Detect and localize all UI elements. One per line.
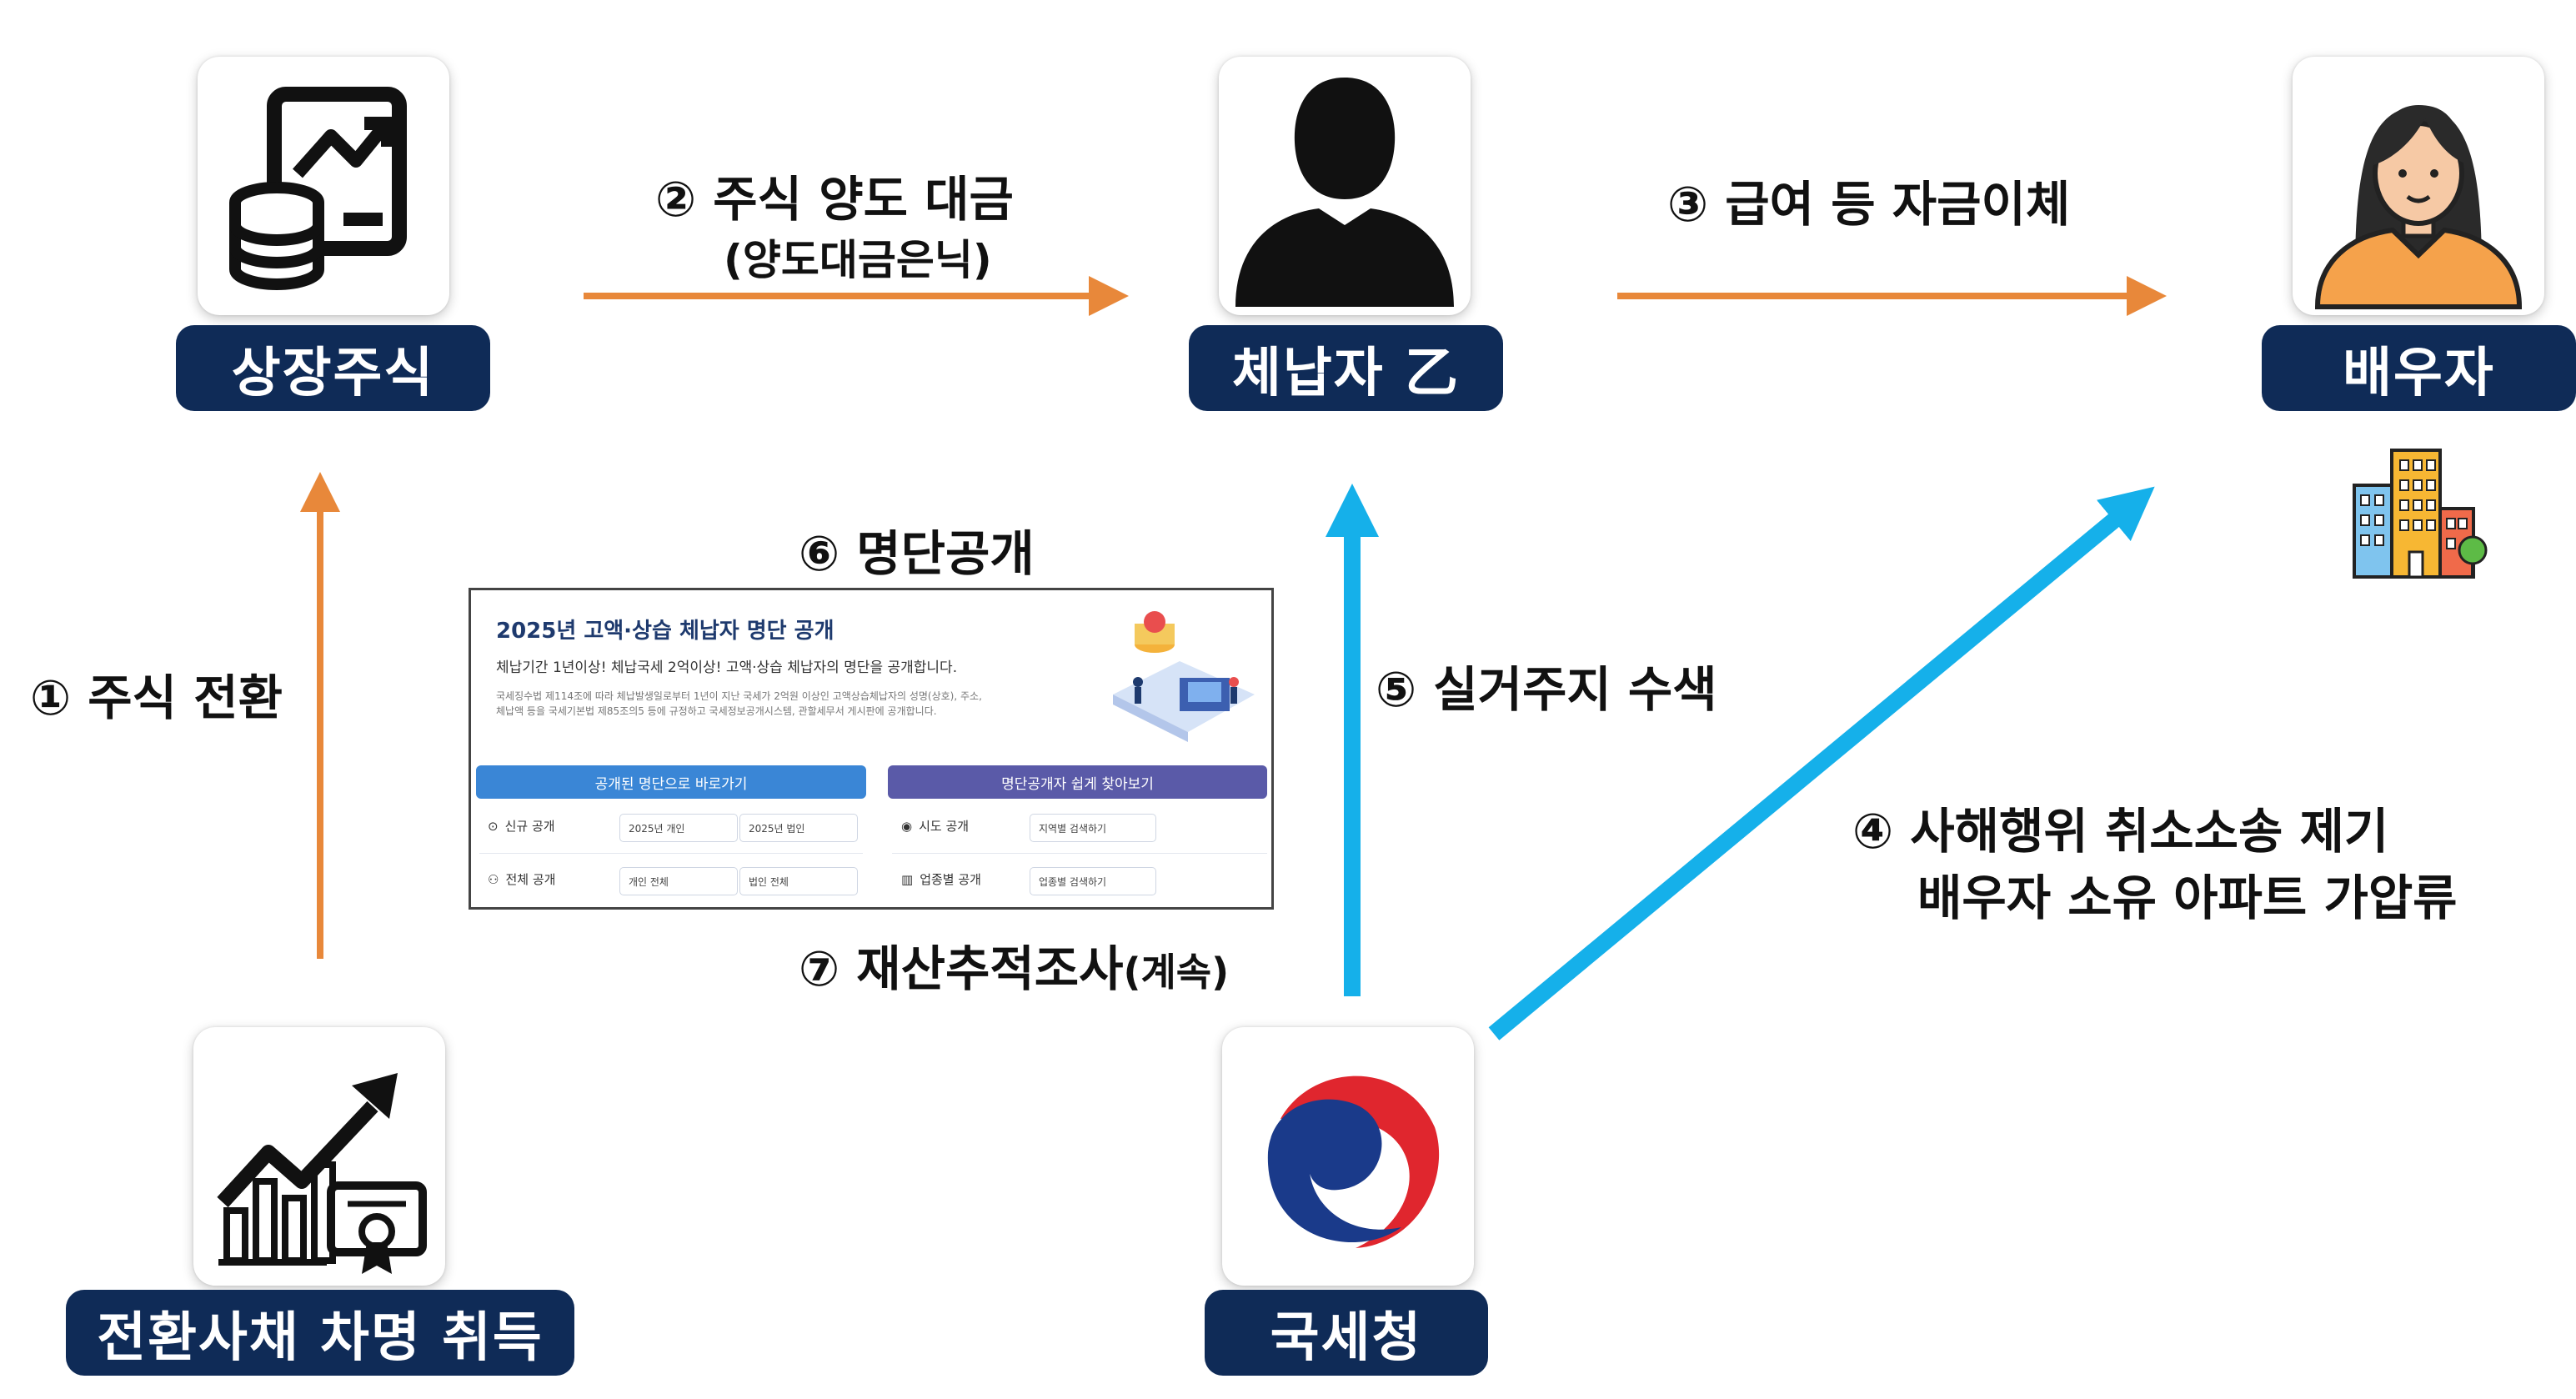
spouse-label: 배우자 — [2262, 325, 2576, 411]
step-4-label-line1: ④ 사해행위 취소소송 제기 — [1852, 803, 2389, 860]
chip-2025-individual[interactable]: 2025년 개인 — [619, 814, 738, 842]
screenshot-description: 체납기간 1년이상! 체납국세 2억이상! 고액·상습 체납자의 명단을 공개합… — [496, 659, 958, 676]
screenshot-fineprint-line2: 체납액 등을 국세기본법 제85조의5 등에 규정하고 국세정보공개시스템, 관… — [496, 705, 937, 717]
person-silhouette-icon — [1235, 78, 1454, 307]
list-illustration-icon — [1113, 611, 1255, 742]
new-disclosure-row: ⊙ 신규 공개 — [488, 817, 555, 835]
industry-disclosure-label: 업종별 공개 — [920, 872, 981, 887]
step-1-label: ① 주식 전환 — [30, 669, 283, 726]
step-6-label: ⑥ 명단공개 — [799, 525, 1035, 582]
stock-chart-coins-icon — [229, 87, 407, 290]
spouse-card — [2293, 57, 2544, 315]
megaphone-icon: ⊙ — [488, 818, 499, 834]
industry-disclosure-row: ▥ 업종별 공개 — [901, 870, 981, 888]
screenshot-fineprint-line1: 국세징수법 제114조에 따라 체납발생일로부터 1년이 지난 국세가 2억원 … — [496, 690, 982, 702]
arrow-step-4 — [1488, 486, 2155, 1040]
chip-all-corporate[interactable]: 법인 전체 — [739, 867, 858, 895]
delinquent-card — [1219, 57, 1471, 315]
chip-industry-search[interactable]: 업종별 검색하기 — [1030, 867, 1156, 895]
find-disclosed-person-button[interactable]: 명단공개자 쉽게 찾아보기 — [888, 765, 1267, 799]
screenshot-fineprint: 국세징수법 제114조에 따라 체납발생일로부터 1년이 지난 국세가 2억원 … — [496, 689, 1096, 719]
row-divider-right — [892, 853, 1267, 854]
nts-label: 국세청 — [1205, 1290, 1488, 1376]
growth-chart-certificate-icon — [217, 1073, 427, 1274]
chip-all-individual[interactable]: 개인 전체 — [619, 867, 738, 895]
all-disclosure-label: 전체 공개 — [505, 872, 556, 887]
listed-stock-card — [198, 57, 449, 315]
chip-region-search[interactable]: 지역별 검색하기 — [1030, 814, 1156, 842]
group-icon: ⚇ — [488, 871, 499, 887]
step-7-main: ⑦ 재산추적조사 — [799, 940, 1124, 997]
delinquent-label: 체납자 乙 — [1189, 325, 1503, 411]
step-4-label-line2: 배우자 소유 아파트 가압류 — [1917, 870, 2458, 926]
step-2-sublabel: (양도대금은닉) — [724, 236, 992, 284]
disclosure-list-screenshot: 2025년 고액·상습 체납자 명단 공개 체납기간 1년이상! 체납국세 2억… — [469, 588, 1274, 910]
all-disclosure-row: ⚇ 전체 공개 — [488, 870, 555, 888]
chip-2025-corporate[interactable]: 2025년 법인 — [739, 814, 858, 842]
screenshot-title: 2025년 고액·상습 체납자 명단 공개 — [496, 619, 834, 644]
location-pin-icon: ◉ — [901, 818, 913, 834]
step-3-label: ③ 급여 등 자금이체 — [1667, 176, 2071, 233]
listed-stock-label: 상장주식 — [176, 325, 490, 411]
convertible-bond-card — [193, 1027, 445, 1286]
shortcut-disclosed-list-button[interactable]: 공개된 명단으로 바로가기 — [476, 765, 866, 799]
woman-avatar-icon — [2314, 105, 2523, 309]
step-2-label: ② 주식 양도 대금 — [655, 171, 1014, 228]
step-7-sub: (계속) — [1123, 950, 1230, 995]
step-5-label: ⑤ 실거주지 수색 — [1376, 661, 1717, 718]
apartment-building-icon — [2353, 449, 2488, 579]
region-disclosure-label: 시도 공개 — [919, 819, 970, 834]
new-disclosure-label: 신규 공개 — [504, 819, 555, 834]
step-7-label: ⑦ 재산추적조사(계속) — [799, 930, 1229, 1000]
building-icon: ▥ — [901, 871, 914, 887]
row-divider — [479, 853, 863, 854]
nts-card — [1222, 1027, 1474, 1286]
region-disclosure-row: ◉ 시도 공개 — [901, 817, 969, 835]
taegeuk-logo-icon — [1258, 1066, 1440, 1248]
convertible-bond-label: 전환사채 차명 취득 — [66, 1290, 574, 1376]
